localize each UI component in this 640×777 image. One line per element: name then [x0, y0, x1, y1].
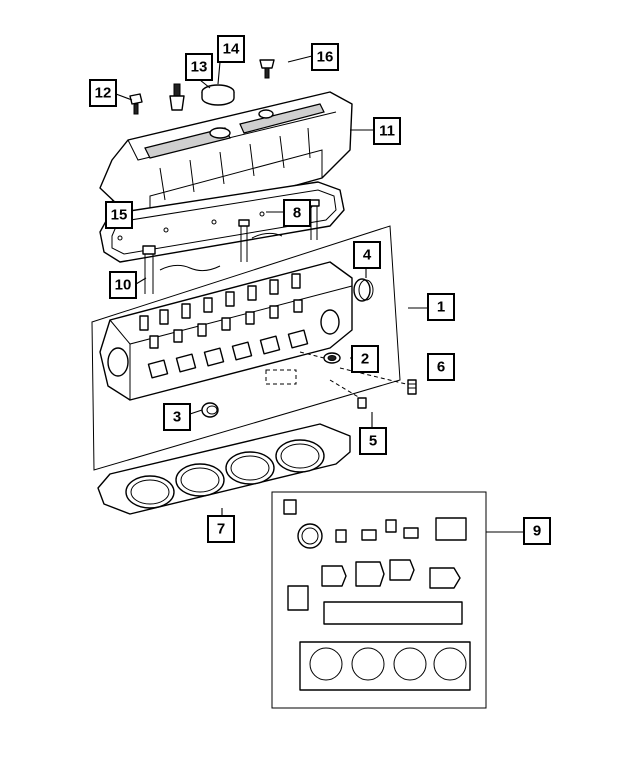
cup-plug-4	[353, 278, 374, 302]
callout-13-label: 13	[191, 59, 208, 76]
head-gasket	[97, 423, 351, 515]
callout-11-label: 11	[379, 123, 395, 140]
callout-8-label: 8	[293, 205, 301, 222]
valve-cover	[99, 91, 353, 227]
oil-filler-cap	[201, 84, 235, 106]
callout-1-label: 1	[437, 299, 445, 316]
callout-7: 7	[207, 515, 235, 543]
callout-12-label: 12	[95, 85, 112, 102]
callout-6-label: 6	[437, 359, 445, 376]
stud-16	[259, 59, 275, 79]
callout-3-label: 3	[173, 409, 181, 426]
callout-13: 13	[185, 53, 213, 81]
callout-4: 4	[353, 241, 381, 269]
stud-6	[407, 379, 417, 395]
callout-5: 5	[359, 427, 387, 455]
callout-14-label: 14	[223, 41, 240, 58]
callout-9: 9	[523, 517, 551, 545]
callout-7-label: 7	[217, 521, 225, 538]
callout-6: 6	[427, 353, 455, 381]
head-bolts	[142, 199, 320, 294]
cylinder-head-box	[91, 225, 401, 471]
callout-4-label: 4	[363, 247, 372, 264]
callout-1: 1	[427, 293, 455, 321]
callout-16: 16	[311, 43, 339, 71]
callout-8: 8	[283, 199, 311, 227]
cylinder-head	[99, 261, 353, 401]
valve-springs	[139, 273, 303, 349]
gasket-kit	[271, 491, 487, 709]
pcv-valve	[169, 83, 185, 111]
callout-15: 15	[105, 201, 133, 229]
callout-16-label: 16	[317, 49, 334, 66]
callout-10: 10	[109, 271, 137, 299]
callout-12: 12	[89, 79, 117, 107]
callout-10-label: 10	[115, 277, 132, 294]
callout-5-label: 5	[369, 433, 377, 450]
seal-2	[323, 352, 341, 364]
callout-11: 11	[373, 117, 401, 145]
dowel-5	[357, 397, 367, 409]
plug-3	[201, 402, 219, 418]
callout-2-label: 2	[361, 351, 369, 368]
callout-2: 2	[351, 345, 379, 373]
intake-exhaust-ports	[107, 309, 340, 379]
callout-3: 3	[163, 403, 191, 431]
callout-14: 14	[217, 35, 245, 63]
bolt-12	[129, 93, 143, 115]
callout-15-label: 15	[111, 207, 128, 224]
callout-9-label: 9	[533, 523, 541, 540]
